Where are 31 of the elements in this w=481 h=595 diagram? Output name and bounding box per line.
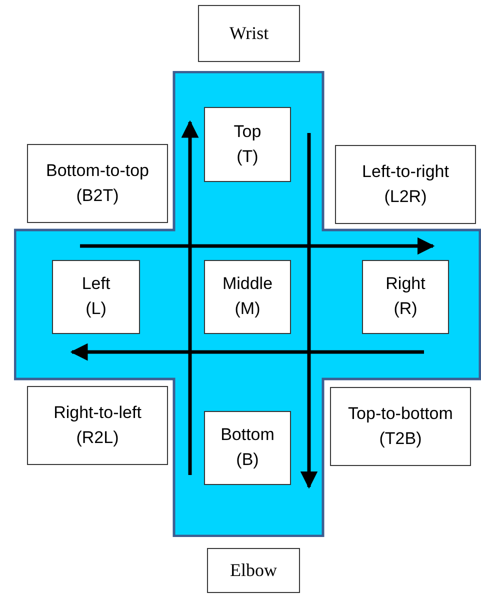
label-box bbox=[330, 387, 471, 466]
box-text: (T) bbox=[236, 146, 258, 168]
box-text: Bottom bbox=[220, 424, 274, 446]
box-text: (L2R) bbox=[384, 186, 427, 208]
label-box bbox=[335, 145, 476, 224]
box-text: Bottom-to-top bbox=[46, 160, 149, 182]
box-text: Top-to-bottom bbox=[348, 402, 453, 425]
label-box bbox=[198, 5, 300, 62]
label-box bbox=[204, 260, 291, 334]
label-box bbox=[27, 386, 168, 465]
box-text: (R2L) bbox=[76, 426, 119, 448]
box-text: (L) bbox=[86, 298, 106, 320]
box-text: (B) bbox=[236, 449, 259, 471]
box-text: (B2T) bbox=[76, 184, 119, 206]
box-text: (M) bbox=[234, 298, 260, 320]
box-text: Wrist bbox=[229, 22, 269, 46]
label-box bbox=[204, 411, 291, 485]
box-text: Right-to-left bbox=[54, 402, 142, 424]
label-box bbox=[204, 107, 291, 182]
box-text: Left bbox=[82, 273, 110, 296]
box-text: (T2B) bbox=[379, 428, 422, 450]
box-text: Right bbox=[386, 273, 426, 296]
label-box bbox=[362, 260, 449, 334]
box-text: Middle bbox=[222, 273, 273, 296]
label-box bbox=[27, 144, 168, 223]
box-text: Left-to-right bbox=[362, 160, 449, 183]
box-text: (R) bbox=[394, 298, 418, 320]
box-text: Top bbox=[234, 120, 262, 143]
label-box bbox=[207, 548, 300, 593]
box-text: Elbow bbox=[230, 559, 277, 582]
label-box bbox=[52, 260, 140, 334]
